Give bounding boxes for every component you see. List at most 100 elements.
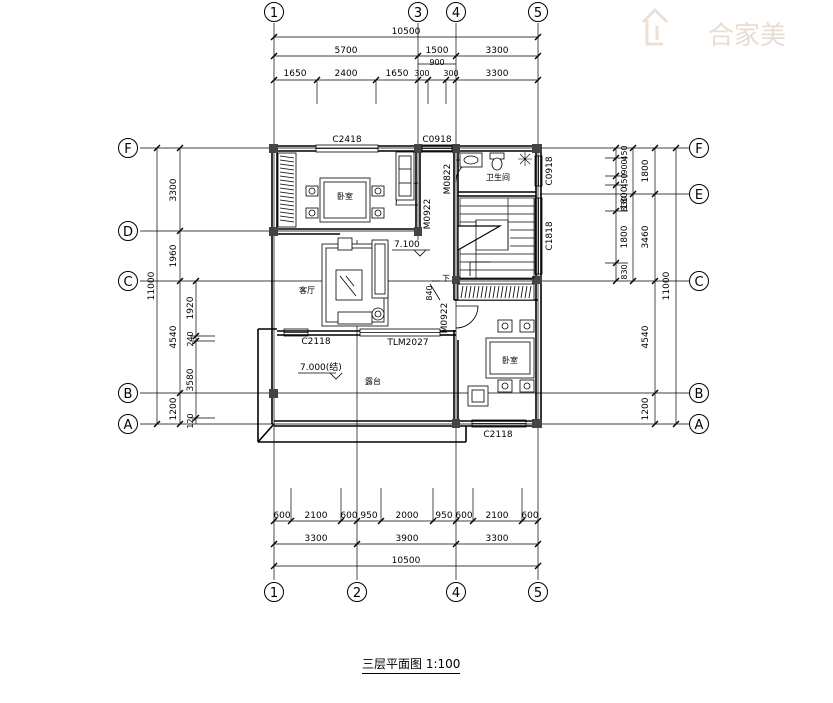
label-elev-7000: 7.000(结) [300,361,342,373]
bathroom-fixtures [459,152,532,171]
dim-bottom-3300b: 3300 [486,534,509,544]
dim-top-1650a: 1650 [284,69,307,79]
dim-top-1500: 1500 [426,46,449,56]
wardrobes [277,152,535,301]
dim-top-300b: 300 [443,69,458,78]
axis-grid [140,23,690,580]
label-c2118-bottom: C2118 [483,430,512,440]
watermark-text: 合家美 [708,21,786,51]
drawing-title: 三层平面图 1:100 [362,655,461,674]
dim-left-1200: 1200 [169,397,179,420]
living-furniture [321,237,389,327]
dim-right-11000: 11000 [662,271,672,300]
bed2-icon [467,319,535,407]
label-m0922-b: M0922 [440,303,450,334]
label-m0922-a: M0922 [423,199,433,230]
axis-label-bottom-4: 4 [452,586,460,601]
dim-top-3300b: 3300 [486,69,509,79]
axis-label-right-B: B [695,387,704,402]
room-bedroom-2: 卧室 [502,355,518,365]
dim-top-5700: 5700 [335,46,358,56]
axis-label-bottom-5: 5 [534,586,542,601]
room-terrace: 露台 [365,376,381,386]
dim-bottom-600a: 600 [273,511,290,521]
dim-right-830a: 830 [620,196,629,211]
axis-label-right-A: A [695,418,704,433]
dim-left-1960: 1960 [169,244,179,267]
dim-bottom-3900: 3900 [396,534,419,544]
columns [269,144,542,428]
axis-label-left-A: A [124,418,133,433]
sofa-icon [395,151,415,201]
dim-left-11000: 11000 [147,271,157,300]
label-c2418: C2418 [332,135,361,145]
dim-top-1650b: 1650 [386,69,409,79]
dim-top-total: 10500 [392,27,421,37]
dim-right-3460: 3460 [641,225,651,248]
axis-bubbles-right: F E C B A [689,138,709,434]
dim-right-1800a: 1800 [620,186,630,209]
axis-label-bottom-1: 1 [270,586,278,601]
dim-right-1800b: 1800 [620,225,630,248]
dim-bottom-950b: 950 [435,511,452,521]
axis-label-left-C: C [123,275,132,290]
dim-left-3300: 3300 [169,178,179,201]
dim-top-3300: 3300 [486,46,509,56]
dim-left-240: 240 [186,331,195,346]
dim-bottom-950a: 950 [360,511,377,521]
dim-bottom-600b: 600 [340,511,357,521]
axis-label-top-4: 4 [452,6,460,21]
dim-right-1800c: 1800 [641,159,651,182]
dim-top-300a: 300 [414,69,429,78]
label-c0918-right: C0918 [545,156,555,185]
right-dimensions [605,144,680,428]
dim-bottom-3300a: 3300 [305,534,328,544]
dim-left-1920: 1920 [186,296,196,319]
label-tlm2027: TLM2027 [386,338,428,348]
axis-label-left-F: F [124,142,131,157]
dim-bottom-total: 10500 [392,556,421,566]
dim-right-830b: 830 [620,264,629,279]
label-c0918-top: C0918 [422,135,451,145]
axis-label-top-5: 5 [534,6,542,21]
axis-label-right-F: F [695,142,702,157]
axis-label-right-C: C [694,275,703,290]
axis-label-top-1: 1 [270,6,278,21]
label-elev-7100: 7.100 [394,240,420,250]
dim-right-1200: 1200 [641,397,651,420]
left-dimensions [153,144,215,428]
room-bathroom: 卫生间 [486,172,510,182]
dim-bottom-600c: 600 [455,511,472,521]
label-m0822: M0822 [443,164,453,195]
stairs [457,197,535,279]
axis-label-top-3: 3 [414,6,422,21]
elevation-marks [298,249,441,380]
watermark: 合家美 [641,7,786,51]
room-bedroom-1: 卧室 [337,191,353,201]
bed-icon [305,177,385,223]
axis-label-left-B: B [124,387,133,402]
label-c2118-left: C2118 [301,337,330,347]
dim-top-2400: 2400 [335,69,358,79]
dim-bottom-2000: 2000 [396,511,419,521]
windows [283,144,543,428]
axis-label-bottom-2: 2 [353,586,361,601]
label-840: 840 [425,285,434,300]
room-living: 客厅 [299,285,315,295]
axis-bubbles-top: 1 3 4 5 [264,2,548,22]
dim-bottom-2100b: 2100 [486,511,509,521]
dim-bottom-2100a: 2100 [305,511,328,521]
axis-label-left-D: D [123,225,133,240]
dim-left-3580: 3580 [186,368,196,391]
walls [257,145,542,443]
axis-bubbles-bottom: 1 2 4 5 [264,582,548,602]
label-down: 下 [442,274,450,283]
label-c1818: C1818 [545,221,555,250]
dim-left-4540: 4540 [169,325,179,348]
dim-bottom-600d: 600 [521,511,538,521]
bottom-dimensions [270,488,542,570]
axis-label-right-E: E [695,188,703,203]
dim-right-900: 900 [620,159,629,174]
axis-bubbles-left: F D C B A [118,138,138,434]
